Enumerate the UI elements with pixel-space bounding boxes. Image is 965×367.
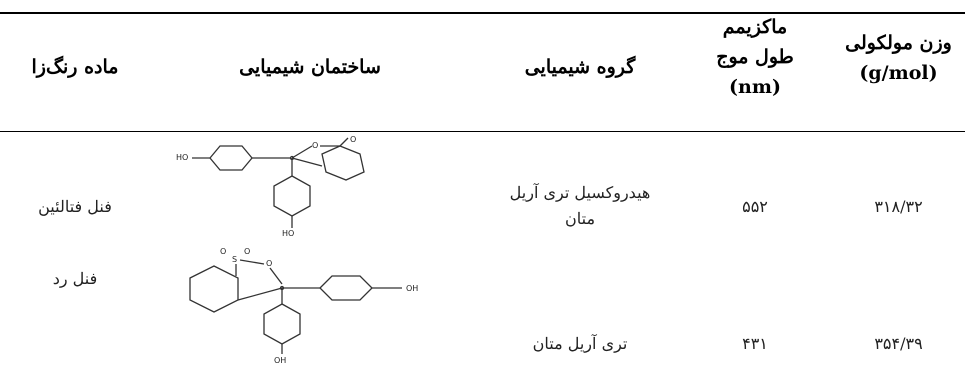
row1-wavelength: ۵۵۲ [742,197,768,216]
ho-lower-label: HO [282,229,294,238]
oh-right-label: OH [406,284,418,293]
carbonyl-o-label: O [350,136,356,144]
header-max-wavelength: ماکزیمم طول موج (nm) [716,16,794,98]
bond [291,157,323,167]
bond [239,259,265,265]
benzene-ring [273,175,311,217]
o-label: O [220,247,226,256]
bond [291,145,313,159]
row1-molecular-weight: ۳۱۸/۳۲ [874,197,923,216]
benzene-ring [189,265,239,313]
ring-o-label: O [266,259,272,268]
header-dye: ماده رنگ‌زا [31,56,119,78]
table-header-rule [0,131,965,132]
carbonyl-bond [339,137,349,147]
row1-dye: فنل فتالئین [38,197,112,216]
o-label-2: O [244,247,250,256]
o-label: O [312,141,318,150]
bond [237,287,283,301]
ho-label: HO [176,153,188,162]
row2-dye: فنل رد [52,269,98,288]
bond [269,267,283,285]
row1-chemical-group: هیدروکسیل تری آریل متان [509,183,651,228]
row2-chemical-group: تری آریل متان [532,334,628,353]
benzene-ring [263,303,301,345]
fused-benzene-ring [321,145,365,181]
header-chemical-group: گروه شیمیایی [524,56,636,78]
row2-molecular-weight: ۳۵۴/۳۹ [874,334,923,353]
phenolphthalein-structure: HO O O HO [176,136,365,238]
row2-wavelength: ۴۳۱ [742,334,768,353]
header-chemical-structure: ساختمان شیمیایی [239,56,381,78]
oh-lower-label: OH [274,356,286,365]
header-molecular-weight: وزن مولکولی (g/mol) [845,32,952,84]
benzene-ring [209,145,253,171]
benzene-ring [319,275,373,301]
s-label: S [232,255,237,264]
table-top-rule [0,12,965,14]
phenol-red-structure: O S O O OH OH [189,247,418,365]
